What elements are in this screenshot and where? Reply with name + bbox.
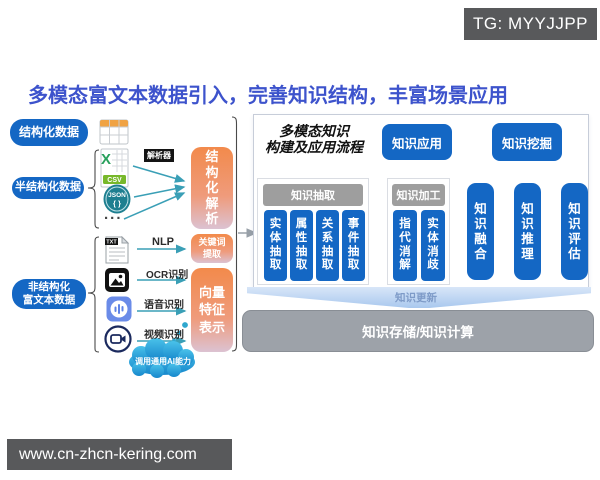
knowledge-application-box: 知识应用 — [382, 124, 452, 160]
asr-label: 语音识别 — [144, 300, 184, 311]
knowledge-storage-bar: 知识存储/知识计算 — [242, 310, 594, 352]
knowledge-update-label: 知识更新 — [395, 292, 437, 304]
svg-text:{ }: { } — [113, 199, 121, 208]
extract-item-relation: 关系抽取 — [316, 210, 339, 281]
svg-text:JSON: JSON — [108, 192, 126, 199]
page-title: 多模态富文本数据引入，完善知识结构，丰富场景应用 — [28, 85, 508, 107]
svg-text:X: X — [101, 151, 111, 168]
extract-item-entity: 实体抽取 — [264, 210, 287, 281]
extract-item-event: 事件抽取 — [342, 210, 365, 281]
knowledge-process-group: 知识加工 指代消解 实体消歧 — [387, 178, 450, 285]
knowledge-process-header: 知识加工 — [392, 184, 445, 206]
knowledge-extract-header: 知识抽取 — [263, 184, 363, 206]
excel-csv-icon: X CSV — [100, 148, 129, 188]
audio-icon — [106, 296, 132, 322]
video-label: 视频识别 — [144, 330, 184, 341]
process-item-disambiguation: 实体消歧 — [421, 210, 445, 281]
knowledge-extract-group: 知识抽取 实体抽取 属性抽取 关系抽取 事件抽取 — [257, 178, 369, 285]
knowledge-mining-box: 知识挖掘 — [492, 123, 562, 161]
knowledge-reasoning-box: 知识推理 — [514, 183, 541, 280]
table-icon — [99, 119, 129, 145]
structural-parse-box: 结构化解析 — [191, 147, 233, 229]
panel-title: 多模态知识 构建及应用流程 — [265, 123, 363, 156]
video-icon — [104, 325, 132, 353]
process-item-coreference: 指代消解 — [393, 210, 417, 281]
nlp-label: NLP — [152, 236, 174, 248]
txt-file-icon: TXT — [105, 236, 130, 264]
ai-cloud-label: 调用通用AI能力 — [135, 357, 191, 366]
knowledge-fusion-box: 知识融合 — [467, 183, 494, 280]
unstructured-data-label: 非结构化 富文本数据 — [12, 279, 86, 309]
json-icon: JSON { } — [103, 184, 131, 214]
ellipsis: ... — [104, 206, 123, 223]
keyword-extract-box: 关键词 提取 — [191, 234, 233, 263]
semi-structured-data-label: 半结构化数据 — [12, 177, 84, 199]
vector-feature-box: 向量特征表示 — [191, 268, 233, 352]
site-watermark: www.cn-zhcn-kering.com — [7, 439, 232, 470]
image-icon — [105, 268, 129, 292]
parser-tag: 解析器 — [144, 149, 174, 162]
ocr-label: OCR识别 — [146, 270, 189, 281]
svg-text:TXT: TXT — [106, 240, 117, 246]
structured-data-label: 结构化数据 — [10, 119, 88, 146]
svg-text:CSV: CSV — [107, 177, 122, 184]
telegram-badge: TG: MYYJJPP — [464, 8, 597, 40]
extract-item-attribute: 属性抽取 — [290, 210, 313, 281]
knowledge-evaluation-box: 知识评估 — [561, 183, 588, 280]
